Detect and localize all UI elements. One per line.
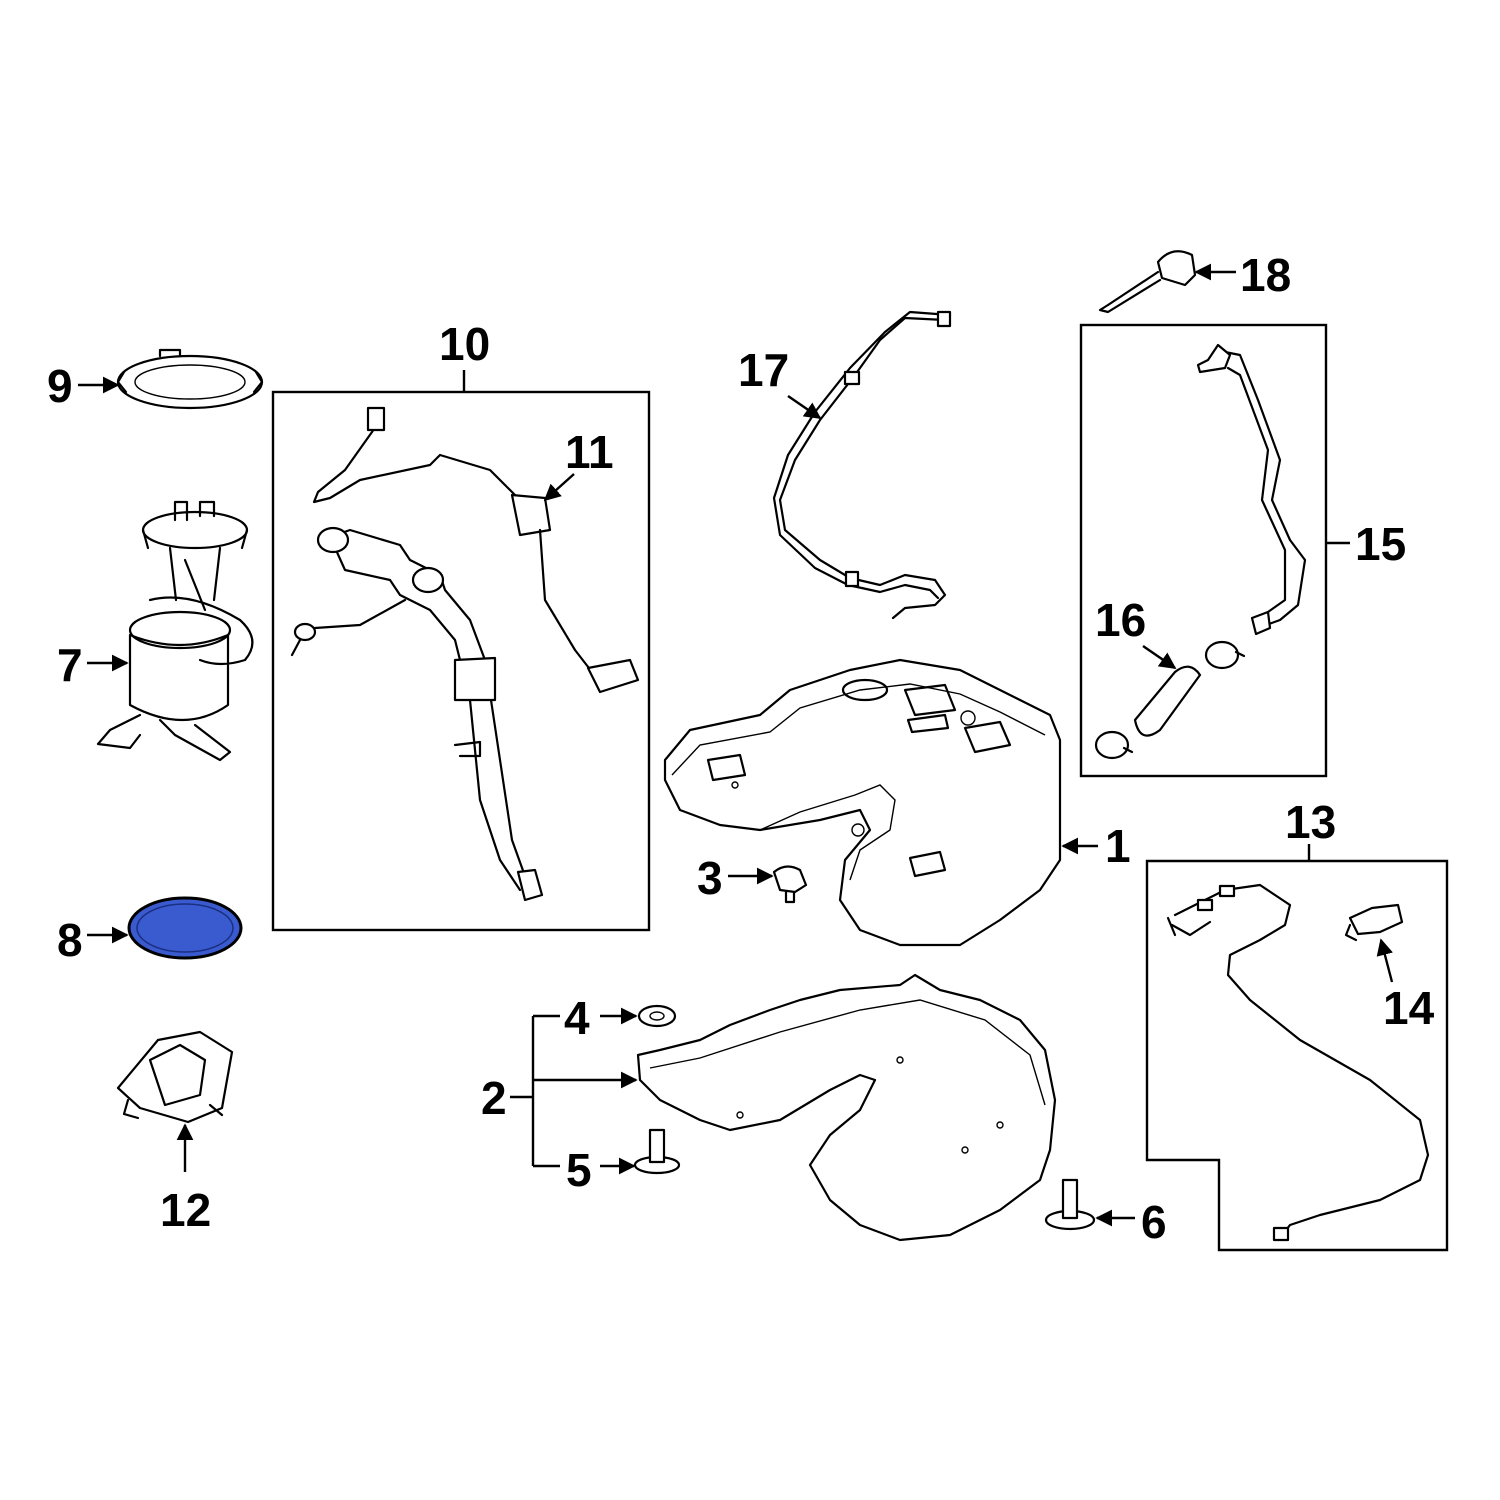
group-box-10 <box>271 390 651 932</box>
part-9-lock-ring[interactable] <box>116 348 264 410</box>
part-10-sender-assembly[interactable] <box>290 406 640 902</box>
part-3-bolt[interactable] <box>772 865 808 904</box>
part-15-filler-pipe[interactable] <box>1196 343 1307 636</box>
part-18-cap[interactable] <box>1098 250 1197 314</box>
callout-8: 8 <box>57 914 83 966</box>
callout-3: 3 <box>697 852 723 904</box>
part-6-pin[interactable] <box>1044 1178 1096 1231</box>
callout-4: 4 <box>564 992 590 1044</box>
part-2-shield[interactable] <box>636 973 1057 1242</box>
callout-1: 1 <box>1105 820 1131 872</box>
callout-5: 5 <box>566 1144 592 1196</box>
leader-17 <box>787 395 822 419</box>
part-8-seal[interactable] <box>127 896 243 960</box>
leader-2-bracket <box>531 1014 560 1168</box>
part-1-fuel-tank[interactable] <box>663 658 1062 947</box>
leader-11 <box>543 473 575 502</box>
group-box-15 <box>1079 323 1328 778</box>
callout-7: 7 <box>57 639 83 691</box>
part-16-hose[interactable] <box>1094 640 1246 760</box>
callout-6: 6 <box>1141 1196 1167 1248</box>
callout-9: 9 <box>47 360 73 412</box>
leader-16 <box>1142 645 1177 669</box>
callout-12: 12 <box>160 1184 211 1236</box>
callout-17: 17 <box>738 344 789 396</box>
callout-16: 16 <box>1095 594 1146 646</box>
callout-18: 18 <box>1240 249 1291 301</box>
callout-14: 14 <box>1383 982 1435 1034</box>
group-box-13 <box>1145 859 1449 1252</box>
callout-11: 11 <box>565 426 614 478</box>
part-5-stud[interactable] <box>633 1128 681 1175</box>
callout-15: 15 <box>1355 518 1406 570</box>
callout-2: 2 <box>481 1072 507 1124</box>
leader-14 <box>1376 938 1394 983</box>
part-7-fuel-pump-module[interactable] <box>96 500 254 762</box>
part-13-fuel-line[interactable] <box>1166 883 1430 1242</box>
callout-13: 13 <box>1285 796 1336 848</box>
part-14-sensor[interactable] <box>1344 903 1404 942</box>
part-17-vent-hose[interactable] <box>772 310 952 620</box>
callout-10: 10 <box>439 318 490 370</box>
part-4-washer[interactable] <box>637 1004 677 1028</box>
part-12-bracket[interactable] <box>116 1030 234 1124</box>
